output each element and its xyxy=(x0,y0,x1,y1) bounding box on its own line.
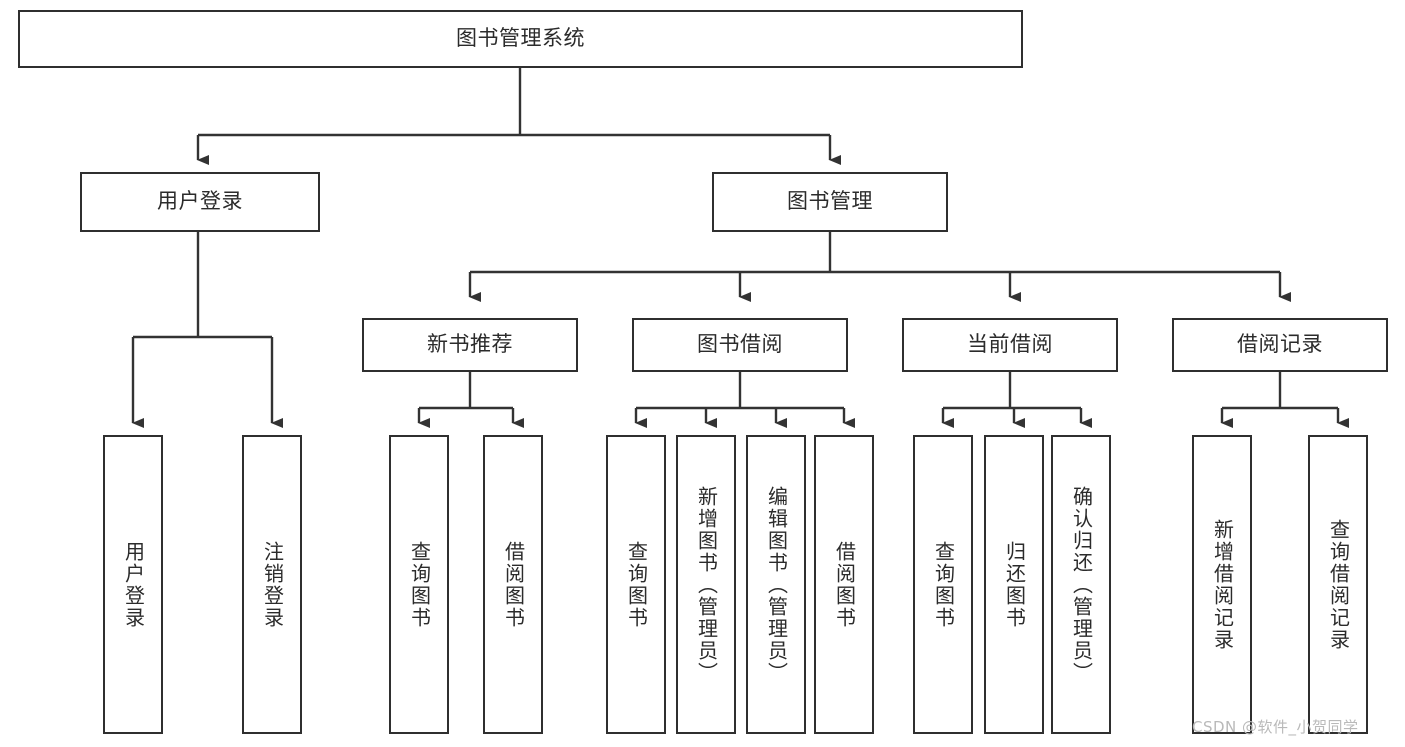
leaf-borrow-query-book[interactable]: 查询图书 xyxy=(606,435,666,734)
csdn-watermark: CSDN @软件_小贺同学 xyxy=(1192,718,1359,736)
node-borrow-record-label: 借阅记录 xyxy=(1237,332,1323,357)
leaf-borrow-add-book[interactable]: 新增图书（管理员） xyxy=(676,435,736,734)
leaf-record-query-record-label: 查询借阅记录 xyxy=(1326,518,1351,651)
leaf-current-query-book[interactable]: 查询图书 xyxy=(913,435,973,734)
leaf-current-confirm-return[interactable]: 确认归还（管理员） xyxy=(1051,435,1111,734)
node-book-management-label: 图书管理 xyxy=(787,189,873,214)
node-book-borrow-label: 图书借阅 xyxy=(697,332,783,357)
leaf-current-return-book-label: 归还图书 xyxy=(1002,540,1027,629)
node-borrow-record[interactable]: 借阅记录 xyxy=(1172,318,1388,372)
leaf-current-return-book[interactable]: 归还图书 xyxy=(984,435,1044,734)
node-root[interactable]: 图书管理系统 xyxy=(18,10,1023,68)
leaf-recommend-query-book-label: 查询图书 xyxy=(407,540,432,629)
node-current-borrow[interactable]: 当前借阅 xyxy=(902,318,1118,372)
node-book-management[interactable]: 图书管理 xyxy=(712,172,948,232)
leaf-user-login-logout[interactable]: 注销登录 xyxy=(242,435,302,734)
leaf-recommend-borrow-book[interactable]: 借阅图书 xyxy=(483,435,543,734)
node-user-login[interactable]: 用户登录 xyxy=(80,172,320,232)
leaf-borrow-query-book-label: 查询图书 xyxy=(624,540,649,629)
leaf-recommend-borrow-book-label: 借阅图书 xyxy=(501,540,526,629)
leaf-user-login-logout-label: 注销登录 xyxy=(260,540,285,629)
node-root-label: 图书管理系统 xyxy=(456,26,585,51)
leaf-current-confirm-return-label: 确认归还（管理员） xyxy=(1069,485,1094,684)
node-book-borrow[interactable]: 图书借阅 xyxy=(632,318,848,372)
node-user-login-label: 用户登录 xyxy=(157,189,243,214)
leaf-recommend-query-book[interactable]: 查询图书 xyxy=(389,435,449,734)
leaf-borrow-edit-book-label: 编辑图书（管理员） xyxy=(764,485,789,684)
leaf-record-query-record[interactable]: 查询借阅记录 xyxy=(1308,435,1368,734)
leaf-user-login-login-label: 用户登录 xyxy=(121,540,146,629)
leaf-user-login-login[interactable]: 用户登录 xyxy=(103,435,163,734)
leaf-borrow-borrow-book[interactable]: 借阅图书 xyxy=(814,435,874,734)
leaf-current-query-book-label: 查询图书 xyxy=(931,540,956,629)
leaf-borrow-edit-book[interactable]: 编辑图书（管理员） xyxy=(746,435,806,734)
leaf-record-add-record-label: 新增借阅记录 xyxy=(1210,518,1235,651)
leaf-record-add-record[interactable]: 新增借阅记录 xyxy=(1192,435,1252,734)
node-new-book-recommend[interactable]: 新书推荐 xyxy=(362,318,578,372)
node-new-book-recommend-label: 新书推荐 xyxy=(427,332,513,357)
node-current-borrow-label: 当前借阅 xyxy=(967,332,1053,357)
leaf-borrow-add-book-label: 新增图书（管理员） xyxy=(694,485,719,684)
leaf-borrow-borrow-book-label: 借阅图书 xyxy=(832,540,857,629)
